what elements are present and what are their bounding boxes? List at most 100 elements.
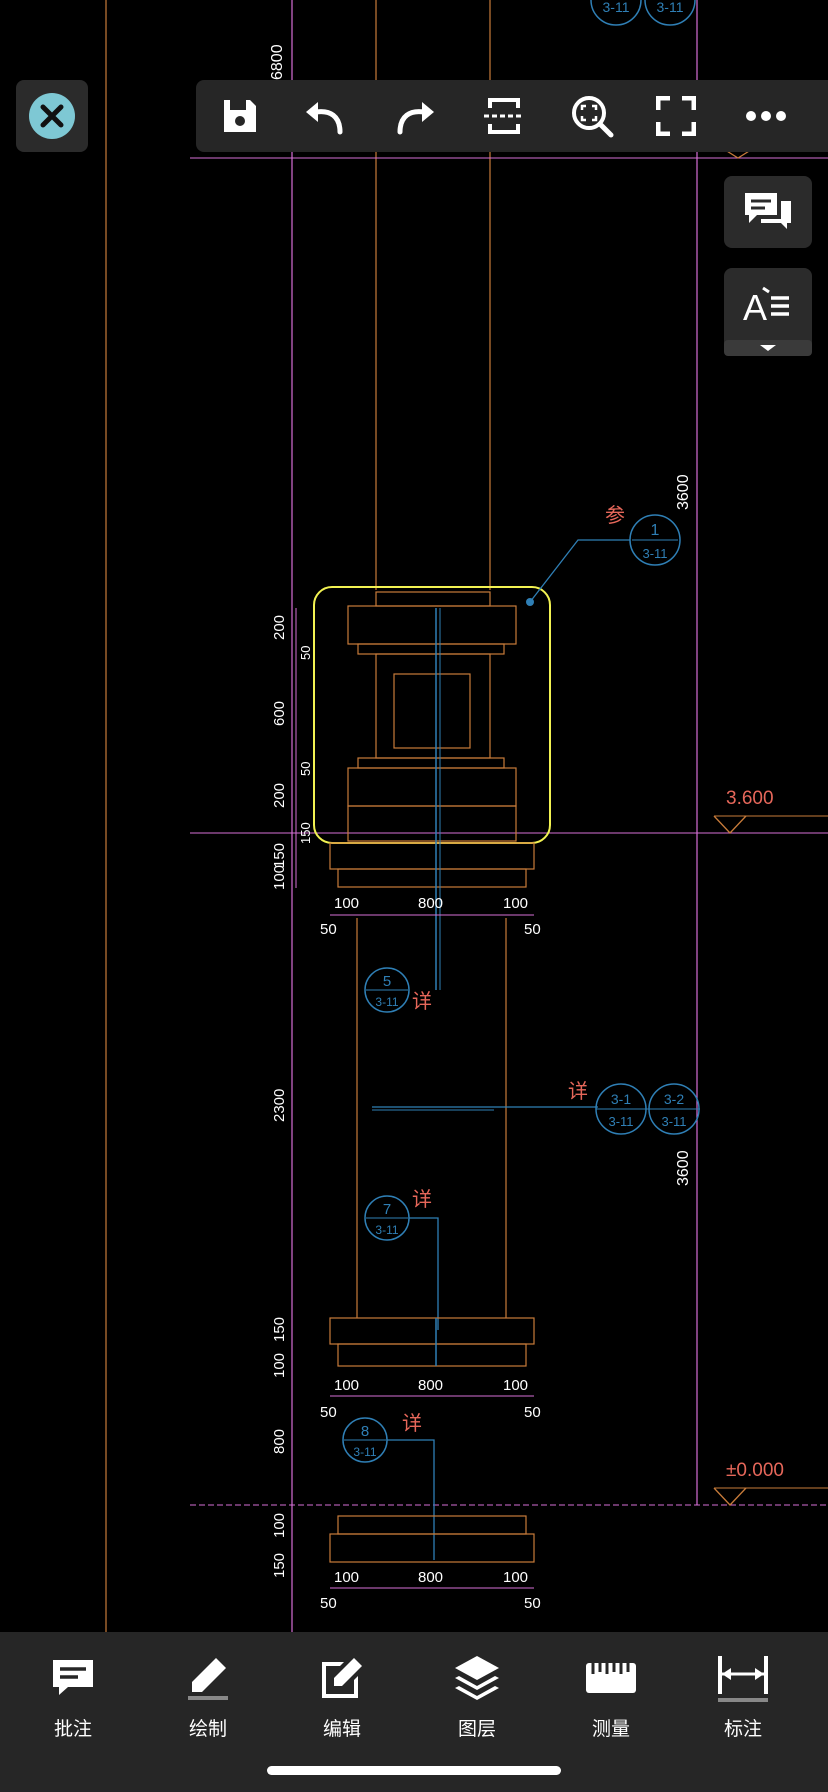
save-button[interactable]	[204, 80, 276, 152]
base-block	[337, 1515, 527, 1535]
dimension-label: 600	[271, 701, 288, 726]
dimension-label: 50	[298, 646, 313, 660]
text-style-icon: A	[743, 286, 789, 326]
base-block	[329, 842, 535, 870]
edit-tab[interactable]: 编辑	[275, 1632, 409, 1744]
callout-circle	[629, 514, 681, 566]
dimension-label: 50	[524, 1404, 541, 1421]
nav-label: 绘制	[188, 1718, 227, 1740]
zoom-region-button[interactable]	[556, 80, 628, 152]
callout-text: 3-11	[375, 995, 398, 1009]
dimension-label: 50	[524, 1595, 541, 1612]
dimension-label: 100	[503, 1377, 528, 1394]
dimension-label: 800	[271, 1429, 288, 1454]
dimension-label: 50	[524, 921, 541, 938]
dimension-label: 100	[334, 895, 359, 912]
draw-tab[interactable]: 绘制	[141, 1632, 275, 1744]
dimension-tab[interactable]: 标注	[676, 1632, 810, 1744]
leader-line	[387, 1439, 435, 1560]
callout-text: 8	[361, 1423, 369, 1440]
callout-label: 详	[412, 990, 432, 1013]
callout-text: 3-11	[642, 546, 667, 561]
layers-tab[interactable]: 图层	[410, 1632, 544, 1744]
dimension-label: 800	[418, 1569, 443, 1586]
dimension-label: 50	[320, 1404, 337, 1421]
level-label: ±0.000	[726, 1460, 784, 1481]
callout-circle	[364, 967, 410, 1013]
callout-text: 3-11	[608, 1114, 633, 1129]
comments-button[interactable]	[724, 176, 812, 248]
dimension-label: 100	[271, 1513, 288, 1538]
dimension-label: 100	[503, 1569, 528, 1586]
callout-text: 3-11	[375, 1223, 398, 1237]
callout-label: 详	[402, 1412, 422, 1435]
base-block	[329, 1317, 535, 1345]
dimension-label: 150	[298, 822, 313, 844]
dimension-label: 2300	[271, 1089, 288, 1122]
base-block	[337, 868, 527, 888]
callout-text: 3-2	[664, 1091, 684, 1107]
dimension-label: 50	[320, 1595, 337, 1612]
nav-label: 编辑	[322, 1718, 361, 1740]
callout-text: 3-1	[611, 1091, 631, 1107]
dimension-label: 200	[271, 615, 288, 640]
cap-plate	[347, 767, 517, 807]
dimension-label: 800	[418, 895, 443, 912]
more-button[interactable]	[730, 80, 802, 152]
callout-text: 3-11	[353, 1445, 376, 1459]
base-block	[337, 1343, 527, 1367]
nav-label: 图层	[457, 1718, 496, 1740]
callout-text: 3-11	[657, 0, 684, 15]
split-view-button[interactable]	[468, 80, 540, 152]
dimension-label: 3600	[675, 1150, 692, 1186]
callout-text: 7	[383, 1201, 391, 1218]
selection-box[interactable]	[313, 586, 551, 844]
dimension-label: 50	[298, 762, 313, 776]
dimension-label: 100	[271, 1353, 288, 1378]
fullscreen-icon	[656, 96, 696, 136]
cap-base	[347, 805, 517, 842]
dimension-label: 800	[418, 1377, 443, 1394]
undo-button[interactable]	[288, 80, 360, 152]
expand-arrow-icon	[724, 340, 812, 356]
cap-top	[375, 591, 491, 607]
measure-icon	[586, 1663, 636, 1693]
measure-tab[interactable]: 测量	[544, 1632, 678, 1744]
callout-text: 1	[651, 522, 660, 539]
close-icon	[29, 93, 75, 139]
base-block	[329, 1533, 535, 1563]
save-icon	[224, 100, 256, 132]
redo-icon	[397, 102, 434, 135]
annotation-tab[interactable]: 批注	[6, 1632, 140, 1744]
callout-circle	[644, 0, 696, 26]
dimension-label: 100	[334, 1569, 359, 1586]
text-style-button[interactable]: A	[724, 268, 812, 356]
bottom-toolbar: 批注 绘制 编辑 图层	[0, 1632, 828, 1792]
split-view-icon	[484, 98, 524, 134]
close-button[interactable]	[16, 80, 88, 152]
dimension-label: 100	[271, 865, 288, 890]
cap-shaft	[375, 653, 491, 759]
cap-plate	[347, 605, 517, 645]
draw-icon	[188, 1658, 228, 1700]
dimension-label: 3600	[675, 474, 692, 510]
dimension-label: 6800	[269, 44, 286, 80]
callout-circle	[590, 0, 642, 26]
home-indicator	[267, 1766, 561, 1775]
leader-line	[409, 1217, 439, 1330]
dimension-label: 50	[320, 921, 337, 938]
redo-button[interactable]	[380, 80, 452, 152]
nav-label: 批注	[53, 1718, 92, 1740]
level-label: 3.600	[726, 788, 774, 809]
callout-text: 5	[383, 973, 391, 990]
cap-neck	[357, 757, 505, 769]
comments-icon	[745, 193, 791, 229]
nav-label: 测量	[591, 1718, 630, 1740]
fullscreen-button[interactable]	[640, 80, 712, 152]
dimension-label: 150	[271, 1317, 288, 1342]
dimension-label: 150	[271, 1553, 288, 1578]
cap-neck	[357, 643, 505, 655]
level-marker	[713, 1487, 747, 1506]
more-icon	[746, 111, 786, 121]
